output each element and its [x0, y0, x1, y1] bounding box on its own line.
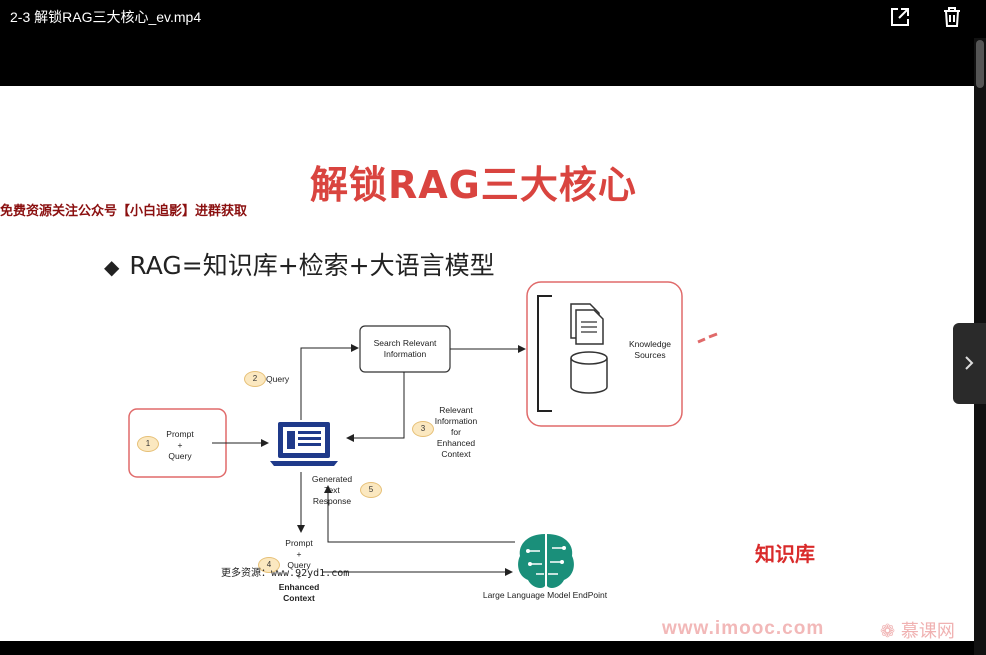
- url-watermark: 更多资源：www.92yd1.com: [221, 568, 350, 579]
- database-icon: [570, 351, 608, 394]
- rag-diagram: [128, 281, 718, 588]
- chevron-right-icon: [965, 356, 974, 370]
- brand-watermark: ❁ 慕课网: [880, 621, 955, 641]
- video-frame: 解锁RAG三大核心 免费资源关注公众号【小白追影】进群获取 ◆ RAG=知识库+检…: [0, 86, 974, 641]
- step-badge-5: 5: [360, 482, 382, 498]
- diamond-bullet-icon: ◆: [104, 255, 120, 279]
- slide-title: 解锁RAG三大核心: [310, 163, 637, 207]
- llm-endpoint-label: Large Language Model EndPoint: [482, 590, 608, 600]
- laptop-icon: [270, 422, 338, 466]
- knowledge-bracket: [537, 295, 552, 412]
- llm-brain-icon: [518, 534, 574, 588]
- external-link-icon[interactable]: [889, 6, 911, 28]
- annotation-marks: [697, 332, 718, 344]
- site-watermark: www.imooc.com: [662, 618, 825, 639]
- trash-icon[interactable]: [941, 6, 963, 28]
- next-slide-button[interactable]: [953, 323, 986, 404]
- scrollbar-thumb[interactable]: [976, 40, 984, 88]
- bullet-point: ◆ RAG=知识库+检索+大语言模型: [104, 246, 495, 282]
- player-bottom-bar: [0, 641, 974, 655]
- knowledge-box: [526, 281, 683, 427]
- title-bar: 2-3 解锁RAG三大核心_ev.mp4: [0, 0, 986, 38]
- query-label: Query: [266, 374, 290, 384]
- brand-logo-icon: ❁: [880, 621, 896, 641]
- step-badge-2: 2: [244, 371, 266, 387]
- prompt-query-enhanced-label: Prompt+Query+: [285, 538, 313, 581]
- step-badge-4: 4: [258, 557, 280, 573]
- document-icon: [570, 303, 604, 345]
- step-badge-3: 3: [412, 421, 434, 437]
- step-badge-1: 1: [137, 436, 159, 452]
- prompt-query-label: Prompt+Query: [166, 429, 194, 461]
- file-title: 2-3 解锁RAG三大核心_ev.mp4: [10, 9, 202, 25]
- bullet-text: RAG=知识库+检索+大语言模型: [129, 251, 495, 280]
- promo-watermark: 免费资源关注公众号【小白追影】进群获取: [0, 204, 248, 219]
- knowledge-base-label: 知识库: [755, 542, 815, 566]
